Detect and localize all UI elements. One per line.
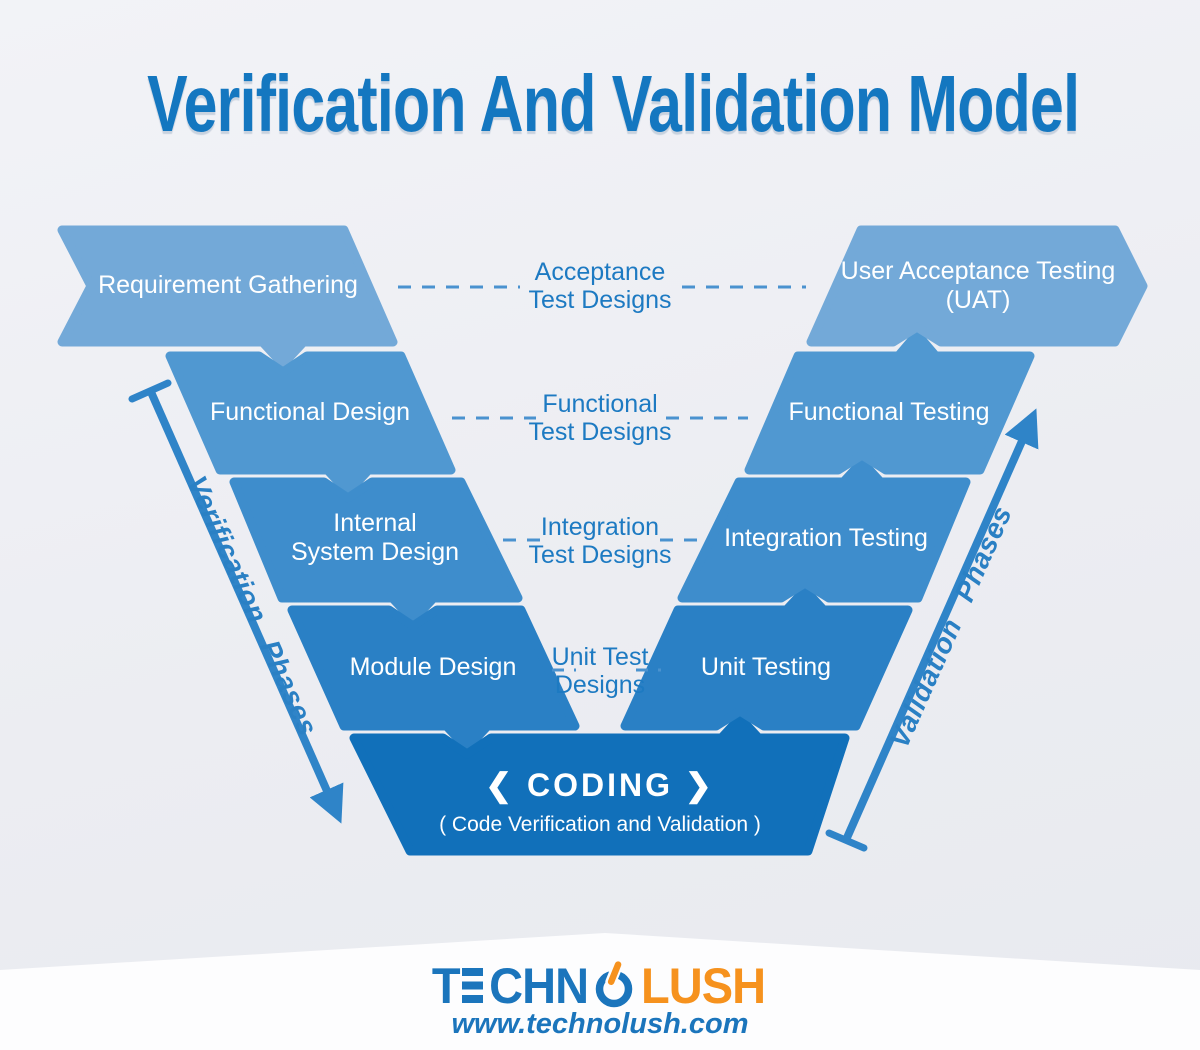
block-requirement-gathering [57,225,398,347]
label-coding: ❮ CODING ❯ [485,767,715,803]
logo-letters-chn: CHN [489,958,589,1014]
block-user-acceptance-testing [806,225,1148,347]
label-module-design: Module Design [349,653,517,681]
connector-tab-up-4 [714,712,766,743]
connector-tab-down-3 [385,593,441,626]
block-integration-testing [677,477,971,603]
logo-e-icon [462,968,484,1003]
verification-arrow [147,390,344,824]
label-user-acceptance-testing: User Acceptance Testing(UAT) [840,257,1116,314]
connector-tab-up-1 [891,328,943,361]
power-button-icon [596,958,633,1008]
validation-arrow-cap [825,829,868,852]
label-coding-subtitle: ( Code Verification and Validation ) [439,813,761,836]
logo-letter-t: T [431,958,460,1014]
connector-tab-down-2 [320,465,376,498]
label-integration-testing: Integration Testing [724,524,928,552]
verification-arrow-cap [128,379,172,403]
label-requirement-gathering: Requirement Gathering [98,271,358,299]
block-functional-testing [744,351,1035,475]
label-unit-testing: Unit Testing [700,653,832,681]
technolush-logo: T CHN LUSH [0,957,1200,1015]
logo-letters-lush: LUSH [641,958,766,1014]
connector-tab-up-3 [779,584,831,615]
block-internal-system-design [229,477,523,603]
label-functional-testing: Functional Testing [788,398,990,426]
connector-tab-down-1 [255,337,311,370]
page-title-text: Verification And Validation Model [147,59,1080,148]
connector-tab-down-4 [439,721,495,754]
website-url: www.technolush.com [451,1008,749,1040]
block-coding [349,733,850,856]
block-unit-testing [620,605,913,731]
page-title: Verification And Validation Model [0,58,1200,150]
connector-tab-up-2 [836,456,888,487]
block-module-design [287,605,580,731]
block-functional-design [165,351,456,475]
validation-arrow [842,408,1039,842]
label-functional-design: Functional Design [209,398,411,426]
